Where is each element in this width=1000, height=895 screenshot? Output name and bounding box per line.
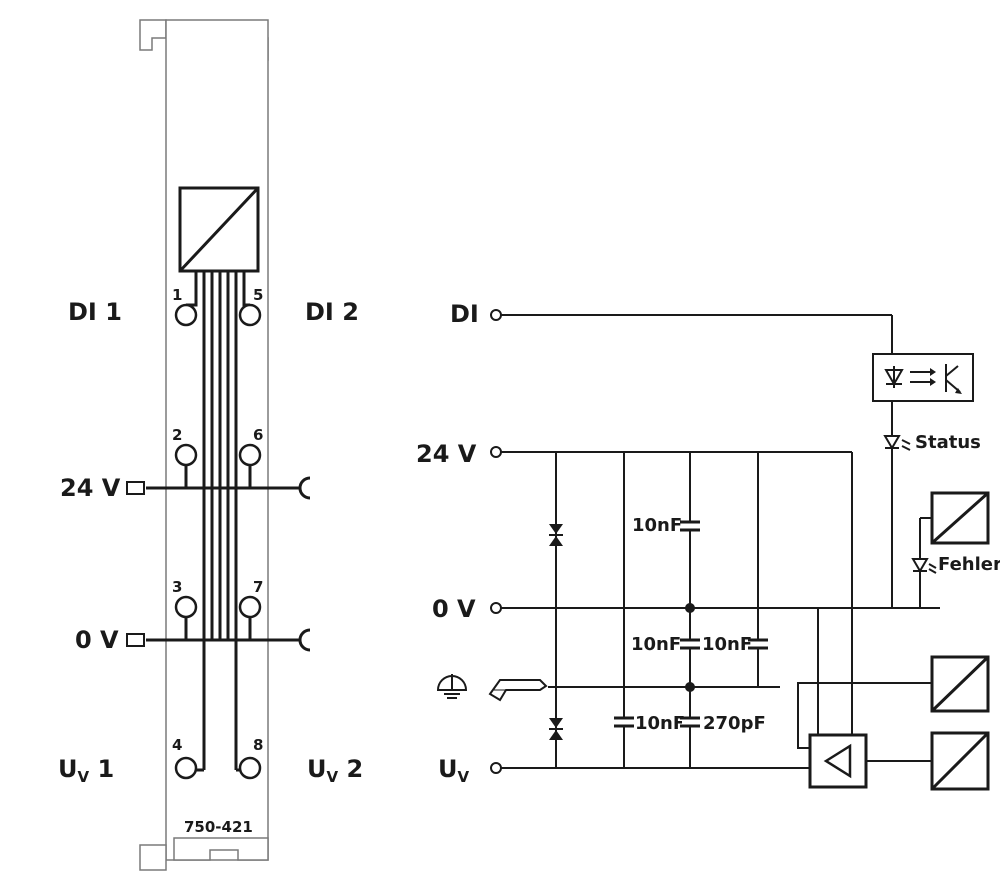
terminal-number-2: 2 <box>172 426 182 444</box>
isolator-lower <box>930 731 990 791</box>
terminal-numbers: 1 2 3 4 5 6 7 8 <box>172 286 263 754</box>
isolation-diagonal <box>178 186 260 273</box>
bottom-clip-right <box>173 837 269 861</box>
rail-pe <box>436 674 780 702</box>
rail-0v-right-contact <box>298 628 311 652</box>
label-uv2: UV 2 <box>307 755 363 786</box>
terminal-number-5: 5 <box>253 286 263 304</box>
terminal-number-6: 6 <box>253 426 263 444</box>
terminal-3[interactable] <box>174 595 198 619</box>
label-sch-24v: 24 V <box>416 440 477 468</box>
suppressor-upper <box>549 524 563 546</box>
housing-body <box>165 19 269 861</box>
optocoupler <box>872 353 974 402</box>
amplifier-box <box>808 733 868 789</box>
label-sch-di: DI <box>450 300 479 328</box>
terminal-6[interactable] <box>238 443 262 467</box>
internal-wires <box>186 271 250 772</box>
label-uv1: UV 1 <box>58 755 114 786</box>
rail-24v-right-contact <box>298 476 311 500</box>
schematic-inputs <box>490 309 502 774</box>
terminal-1[interactable] <box>174 303 198 327</box>
label-fehler: Fehler <box>938 554 1000 575</box>
bottom-clip-left <box>139 844 167 871</box>
input-0v[interactable] <box>490 602 502 614</box>
label-status: Status <box>915 432 981 453</box>
cap-label-4: 10nF <box>635 713 685 734</box>
label-module-24v: 24 V <box>60 474 121 502</box>
terminal-5[interactable] <box>238 303 262 327</box>
fehler-led-icon <box>911 558 929 573</box>
label-sch-uv: UV <box>438 755 470 786</box>
label-module-0v: 0 V <box>75 626 119 654</box>
power-rails <box>126 465 311 652</box>
rail-0v-contact <box>126 633 145 647</box>
terminal-2[interactable] <box>174 443 198 467</box>
suppressor-diodes <box>549 524 563 740</box>
terminal-4[interactable] <box>174 756 198 780</box>
capacitors: 10nF 10nF 10nF 10nF 270pF <box>614 515 768 734</box>
suppressor-lower <box>549 718 563 740</box>
terminal-number-3: 3 <box>172 578 182 596</box>
part-number: 750-421 <box>184 818 253 836</box>
terminals <box>174 303 262 780</box>
terminal-number-7: 7 <box>253 578 263 596</box>
fehler-path: Fehler <box>911 491 1000 608</box>
schematic-labels: DI 24 V 0 V UV <box>416 300 479 786</box>
rail-24v-contact <box>126 481 145 495</box>
cap-label-2: 10nF <box>631 634 681 655</box>
label-di2: DI 2 <box>305 298 359 326</box>
input-uv[interactable] <box>490 762 502 774</box>
label-sch-0v: 0 V <box>432 595 476 623</box>
label-di1: DI 1 <box>68 298 122 326</box>
terminal-7[interactable] <box>238 595 262 619</box>
module-housing <box>139 19 269 871</box>
cap-label-3: 10nF <box>702 634 752 655</box>
terminal-number-1: 1 <box>172 286 182 304</box>
isolator-upper <box>930 655 990 713</box>
fehler-isolator <box>930 491 990 545</box>
status-led-icon <box>883 435 901 450</box>
monitor-section <box>797 655 990 791</box>
terminal-number-8: 8 <box>253 736 263 754</box>
amplifier-triangle-icon <box>823 743 852 779</box>
terminal-8[interactable] <box>238 756 262 780</box>
input-24v[interactable] <box>490 446 502 458</box>
input-di[interactable] <box>490 309 502 321</box>
cap-label-1: 10nF <box>632 515 682 536</box>
di-signal-path: Status <box>501 314 981 608</box>
top-clip-left <box>139 19 167 51</box>
terminal-number-4: 4 <box>172 736 182 754</box>
cap-label-5: 270pF <box>703 713 766 734</box>
module-labels: DI 1 DI 2 24 V 0 V UV 1 UV 2 750-421 <box>58 298 363 836</box>
rail-0v-schematic <box>501 603 940 735</box>
